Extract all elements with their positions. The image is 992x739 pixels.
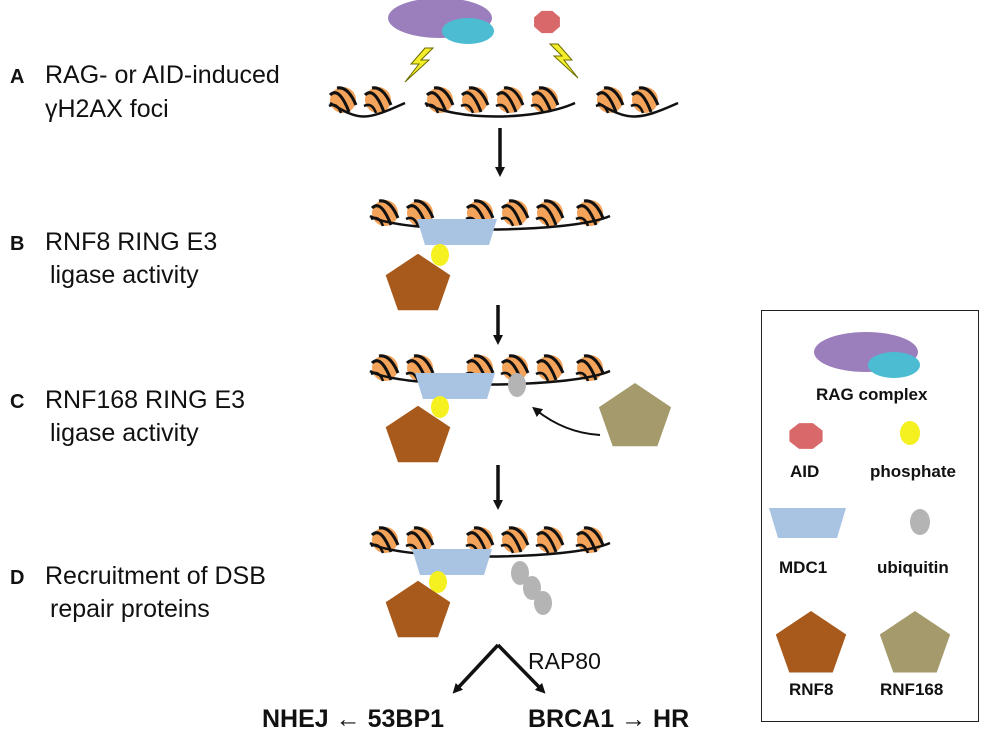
- step-c-letter: C: [10, 391, 25, 413]
- step-d-line1: Recruitment of DSB: [45, 562, 266, 590]
- nucleosome: [500, 526, 530, 554]
- recruitment-arrow: [532, 406, 601, 436]
- rnf8-protein: [385, 405, 451, 463]
- legend-aid-label: AID: [790, 462, 820, 481]
- rap80-label: RAP80: [528, 648, 601, 674]
- nucleosome: [460, 86, 490, 114]
- phosphate-mark: [431, 396, 449, 418]
- rag-complex: [388, 0, 494, 44]
- nucleosome: [500, 199, 530, 227]
- nucleosome: [370, 354, 400, 382]
- ubiquitin-mark: [508, 373, 526, 397]
- legend-rag-label: RAG complex: [816, 385, 928, 404]
- step-d-letter: D: [10, 567, 25, 589]
- legend-phosphate-label: phosphate: [870, 462, 956, 481]
- phosphate-mark: [429, 571, 447, 593]
- mdc1-protein: [412, 549, 492, 575]
- step-c-line2: ligase activity: [50, 419, 199, 447]
- rnf8-protein: [385, 253, 451, 311]
- hr-branch-arrow: [496, 643, 546, 694]
- nhej-branch-arrow: [452, 643, 500, 694]
- step-a-line2: γH2AX foci: [45, 95, 169, 123]
- legend-rnf8-label: RNF8: [789, 680, 834, 699]
- step-b-line2: ligase activity: [50, 261, 199, 289]
- legend-mdc1-icon: [769, 508, 846, 538]
- ubiquitin-mark: [511, 561, 529, 585]
- legend-aid-icon: [789, 423, 823, 449]
- nucleosome: [535, 199, 565, 227]
- rnf8-protein: [385, 580, 451, 638]
- dna-strand: [424, 101, 576, 118]
- step-c-line1: RNF168 RING E3: [45, 386, 246, 414]
- mdc1-protein: [417, 219, 497, 245]
- step-b-line1: RNF8 RING E3: [45, 228, 218, 256]
- step-a-letter: A: [10, 66, 25, 88]
- nucleosome: [363, 86, 393, 114]
- nucleosome: [530, 86, 560, 114]
- dna-strand: [329, 101, 406, 118]
- legend-rnf8-icon: [775, 611, 847, 673]
- lightning-icon: [404, 47, 435, 83]
- dna-strand: [597, 101, 679, 118]
- nucleosome: [405, 526, 435, 554]
- legend-box: [761, 310, 979, 722]
- legend-rag-icon: [814, 332, 920, 378]
- nucleosome: [535, 526, 565, 554]
- ubiquitin-mark: [534, 591, 552, 615]
- nucleosome: [535, 354, 565, 382]
- nucleosome: [630, 86, 660, 114]
- lightning-icon: [548, 43, 579, 79]
- brca1-hr-outcome: BRCA1 → HR: [528, 705, 690, 733]
- aid-enzyme: [534, 10, 560, 34]
- legend-ubiquitin-icon: [910, 509, 930, 535]
- legend-phosphate-icon: [900, 421, 920, 445]
- step-a-line1: RAG- or AID-induced: [45, 61, 280, 89]
- legend-mdc1-label: MDC1: [779, 558, 828, 577]
- phosphate-mark: [431, 244, 449, 266]
- mdc1-protein: [415, 373, 495, 399]
- legend-ubiquitin-label: ubiquitin: [877, 558, 949, 577]
- step-b-letter: B: [10, 233, 25, 255]
- legend-rnf168-label: RNF168: [880, 680, 944, 699]
- nhej-53bp1-outcome: NHEJ ← 53BP1: [262, 705, 445, 733]
- step-d-line2: repair proteins: [50, 595, 210, 623]
- ubiquitin-mark: [523, 576, 541, 600]
- rnf168-protein: [598, 383, 672, 447]
- nucleosome: [495, 86, 525, 114]
- legend-rnf168-icon: [879, 611, 951, 673]
